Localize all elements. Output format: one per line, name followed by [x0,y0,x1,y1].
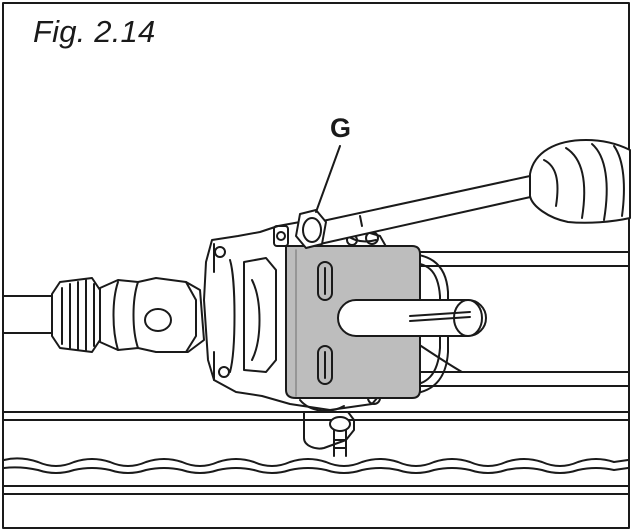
threaded-nut [51,277,101,353]
left-shaft [3,295,61,334]
protruding-shaft [337,299,487,337]
guide-rods [417,251,629,387]
screwdriver-handle [529,139,631,224]
figure-caption: Fig. 2.14 [33,14,156,49]
adjuster-nut-g [295,209,327,249]
callout-label-g: G [330,113,352,143]
frame-rail [3,411,629,495]
clevis-link [99,277,205,353]
callout-leader [315,145,341,213]
screwdriver [317,139,631,245]
screwdriver-shaft [317,175,536,245]
bottom-bolt [303,411,355,457]
